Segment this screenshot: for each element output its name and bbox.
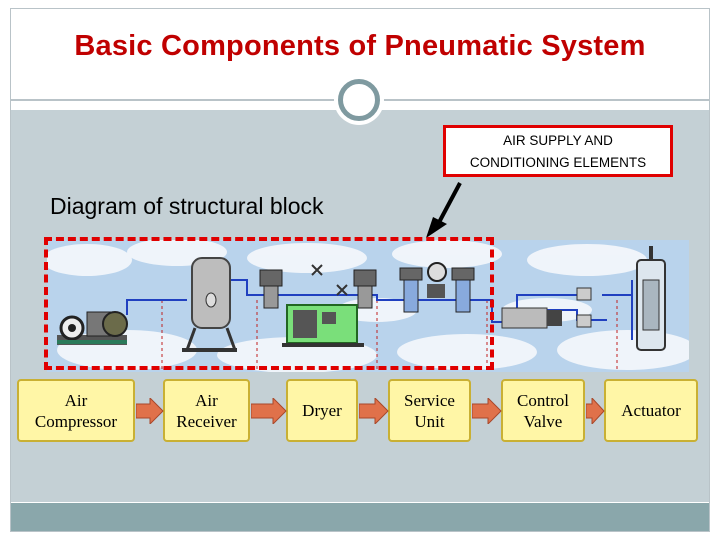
service-unit-icon <box>399 262 475 313</box>
decorative-circle-icon <box>338 79 380 121</box>
filter-icons <box>259 264 377 309</box>
block-dryer: Dryer <box>286 379 358 442</box>
block-label-line-2: Compressor <box>34 411 118 431</box>
control-valve-icon <box>501 287 592 329</box>
slide-frame <box>10 8 710 532</box>
block-label-line-2: Unit <box>414 411 445 431</box>
block-actuator: Actuator <box>604 379 698 442</box>
slide-title: Basic Components of Pneumatic System <box>74 30 646 62</box>
callout-box: AIR SUPPLY AND CONDITIONING ELEMENTS <box>443 125 673 177</box>
block-label-line-2: Receiver <box>176 411 237 431</box>
footer-bar <box>11 503 709 531</box>
dryer-icon <box>282 304 364 347</box>
block-label-line-1: Air <box>64 390 88 410</box>
actuator-icon <box>636 246 666 351</box>
diagram-subtitle: Diagram of structural block <box>50 193 324 219</box>
flow-arrow <box>586 398 605 424</box>
block-label-line-1: Service <box>404 390 455 410</box>
block-label-line-1: Air <box>195 390 218 410</box>
flow-arrow <box>472 398 502 424</box>
block-label-line-1: Actuator <box>621 401 681 420</box>
block-label-line-1: Dryer <box>302 401 342 420</box>
callout-line-1: AIR SUPPLY AND <box>503 133 613 148</box>
air-receiver-icon <box>182 257 237 352</box>
compressor-icon <box>57 311 128 345</box>
flow-arrow <box>251 398 287 424</box>
callout-line-2: CONDITIONING ELEMENTS <box>469 155 647 170</box>
supply-elements-highlight <box>44 237 494 370</box>
block-label-line-2: Valve <box>523 411 563 431</box>
block-label-line-1: Control <box>517 390 569 410</box>
flow-arrow <box>359 398 389 424</box>
system-illustration <box>47 240 689 372</box>
flow-arrow <box>136 398 164 424</box>
